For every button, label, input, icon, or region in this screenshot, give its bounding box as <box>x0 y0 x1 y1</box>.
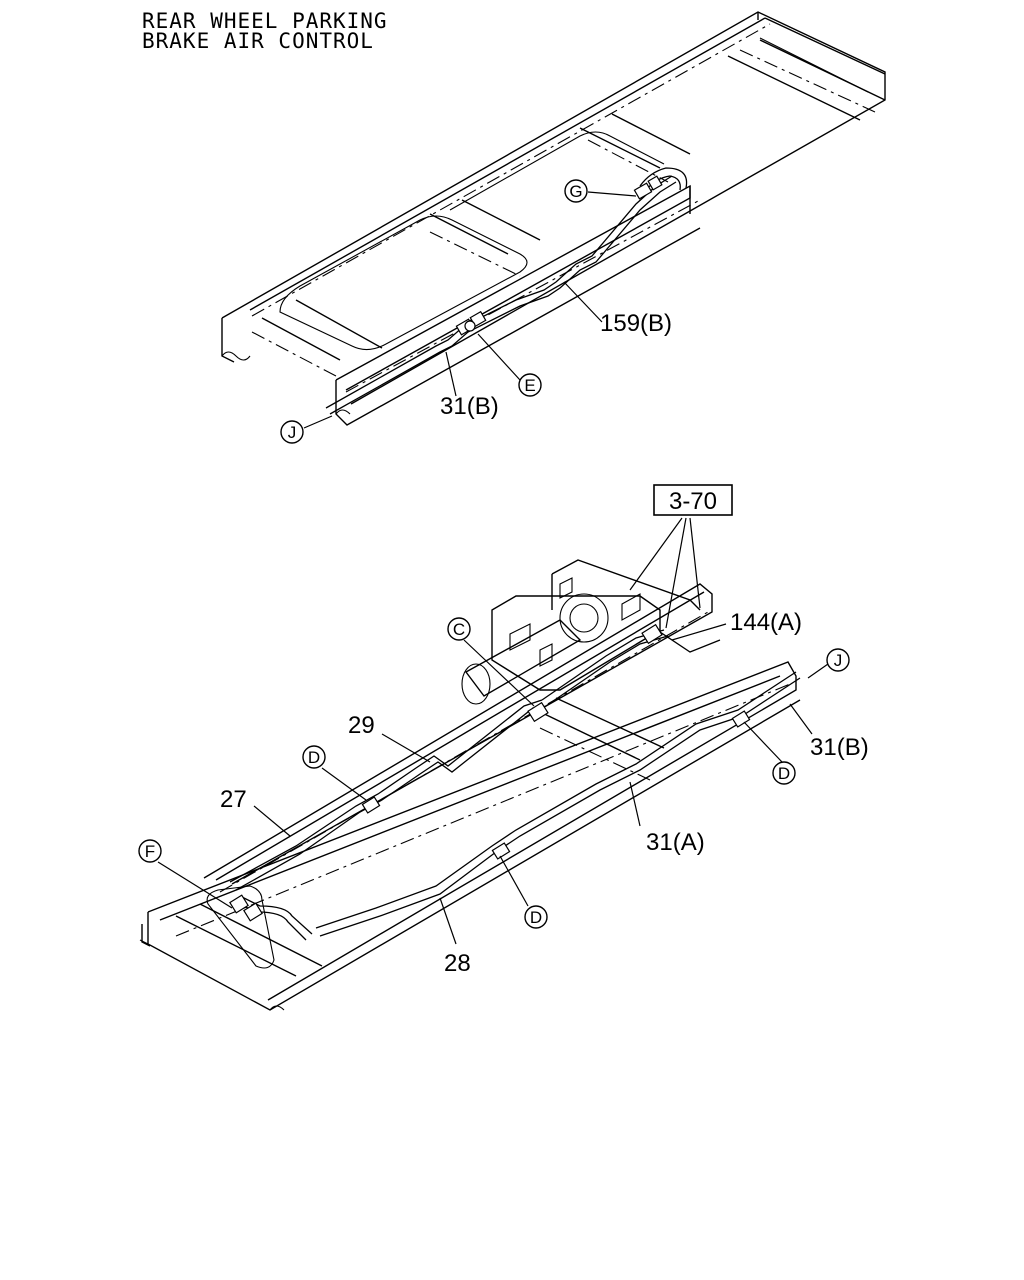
bubble-d-left: D <box>302 745 326 769</box>
callout-31b-upper: 31(B) <box>440 393 499 420</box>
bubble-d-middle-letter: D <box>530 908 542 927</box>
bubble-e-letter: E <box>524 376 535 395</box>
callout-31b-lower: 31(B) <box>810 734 869 761</box>
callout-31a: 31(A) <box>646 829 705 856</box>
callout-159b: 159(B) <box>600 310 672 337</box>
bubble-j-upper-letter: J <box>288 423 297 442</box>
upper-air-pipe <box>325 167 688 415</box>
bubble-g-letter: G <box>569 182 582 201</box>
bubble-d-right-letter: D <box>778 764 790 783</box>
upper-leaders <box>303 191 637 429</box>
brake-chamber-assembly <box>461 559 701 705</box>
bubble-c: C <box>447 617 471 641</box>
callout-27: 27 <box>220 786 247 813</box>
lower-frame-drawing <box>139 583 801 1011</box>
bubble-g: G <box>564 179 588 203</box>
bubble-e: E <box>518 373 542 397</box>
bubble-f: F <box>138 839 162 863</box>
upper-frame-drawing <box>221 11 886 426</box>
callout-144a: 144(A) <box>730 609 802 636</box>
bubble-f-letter: F <box>145 842 155 861</box>
lower-air-pipes <box>229 623 801 941</box>
bubble-j-upper: J <box>280 420 304 444</box>
bubble-d-right: D <box>772 761 796 785</box>
callout-28: 28 <box>444 950 471 977</box>
bubble-c-letter: C <box>453 620 465 639</box>
bubble-j-lower-letter: J <box>834 651 843 670</box>
bubble-j-lower: J <box>826 648 850 672</box>
reference-box-label: 3-70 <box>669 488 717 515</box>
bubble-d-middle: D <box>524 905 548 929</box>
reference-box-3-70[interactable]: 3-70 <box>653 484 733 516</box>
diagram-title-line-1: REAR WHEEL PARKING <box>142 9 388 33</box>
lower-leaders <box>157 517 829 945</box>
callout-29: 29 <box>348 712 375 739</box>
bubble-d-left-letter: D <box>308 748 320 767</box>
diagram-title-line-2: BRAKE AIR CONTROL <box>142 29 374 53</box>
